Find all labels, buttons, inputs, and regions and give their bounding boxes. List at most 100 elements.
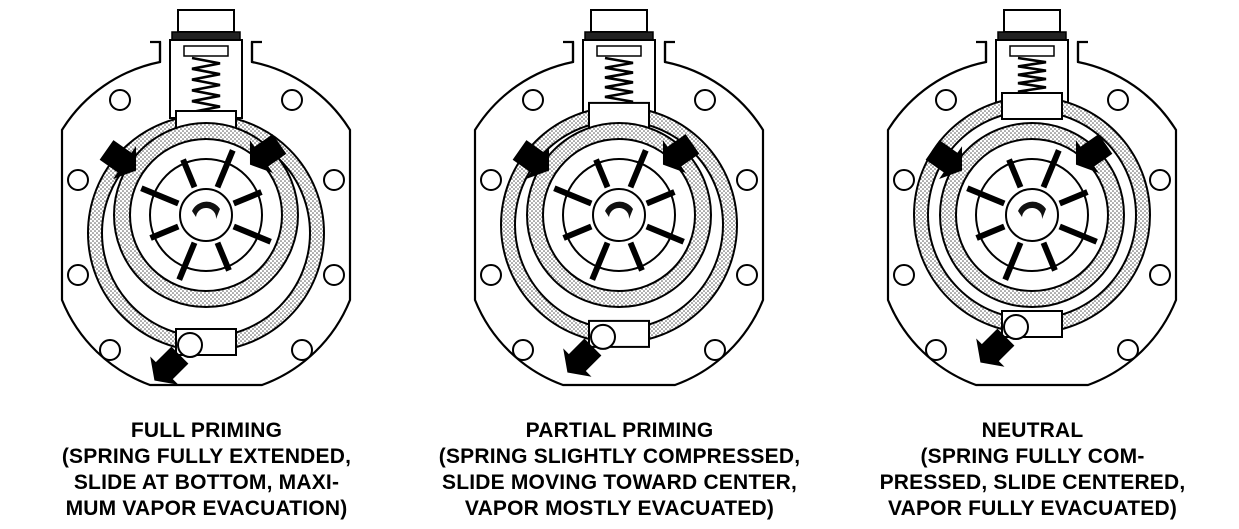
bolt-hole: [1149, 264, 1171, 286]
diagram-partial-priming: PARTIAL PRIMING (SPRING SLIGHTLY COMPRES…: [413, 0, 826, 529]
caption-partial-priming: PARTIAL PRIMING (SPRING SLIGHTLY COMPRES…: [413, 418, 826, 522]
bolt-hole: [67, 169, 89, 191]
drive-shaft-key: [192, 201, 220, 219]
outlet-arrow-bottom: [150, 346, 189, 385]
bolt-hole: [935, 89, 957, 111]
caption-line: PRESSED, SLIDE CENTERED,: [879, 471, 1186, 494]
pump-diagram-full: [60, 9, 352, 387]
spring-coil: [191, 56, 221, 114]
pump-body-outline: [60, 40, 352, 387]
vane: [553, 185, 593, 207]
bolt-hole: [323, 264, 345, 286]
inlet-arrow-left: [512, 140, 550, 179]
bolt-hole: [736, 264, 758, 286]
bolt-hole: [1149, 169, 1171, 191]
vane: [593, 158, 611, 189]
inlet-arrow-left: [99, 140, 137, 179]
rotor-hub: [179, 188, 233, 242]
caption-title: FULL PRIMING: [130, 419, 283, 442]
spring-coil: [604, 56, 634, 108]
inlet-arrow-right: [249, 134, 287, 173]
adjuster-nut: [1009, 45, 1055, 57]
inlet-arrow-left: [925, 140, 963, 179]
bolt-hole: [694, 89, 716, 111]
bolt-hole: [1107, 89, 1129, 111]
caption-title: NEUTRAL: [981, 419, 1084, 442]
bolt-hole: [109, 89, 131, 111]
adjuster-nut: [183, 45, 229, 57]
pump-body-outline: [886, 40, 1178, 387]
vane: [232, 189, 263, 207]
inlet-arrow-right: [1075, 134, 1113, 173]
vane: [975, 223, 1006, 241]
vane: [645, 223, 685, 245]
pump-body-neck: [571, 42, 667, 62]
vane: [1002, 241, 1024, 281]
bolt-hole: [893, 264, 915, 286]
diagram-neutral: NEUTRAL (SPRING FULLY COM- PRESSED, SLID…: [826, 0, 1239, 529]
outlet-arrow-bottom: [976, 328, 1015, 367]
pump-body-neck: [158, 42, 254, 62]
vane: [1058, 189, 1089, 207]
bolt-hole: [1117, 339, 1139, 361]
vane: [562, 223, 593, 241]
pivot-pin: [590, 323, 616, 350]
vane: [645, 189, 676, 207]
hex-cap: [177, 9, 235, 33]
vane: [627, 149, 649, 189]
vane: [214, 149, 236, 189]
bolt-hole: [281, 89, 303, 111]
inlet-arrow-right: [662, 134, 700, 173]
vane: [627, 241, 645, 272]
vane: [1040, 149, 1062, 189]
caption-line: VAPOR MOSTLY EVACUATED): [464, 497, 775, 520]
bolt-hole: [99, 339, 121, 361]
bolt-hole: [522, 89, 544, 111]
pump-body-neck: [984, 42, 1080, 62]
caption-line: MUM VAPOR EVACUATION): [65, 497, 348, 520]
caption-title: PARTIAL PRIMING: [525, 419, 714, 442]
caption-line: (SPRING FULLY COM-: [920, 445, 1145, 468]
vane: [176, 241, 198, 281]
caption-line: VAPOR FULLY EVACUATED): [887, 497, 1178, 520]
caption-neutral: NEUTRAL (SPRING FULLY COM- PRESSED, SLID…: [826, 418, 1239, 522]
bolt-hole: [512, 339, 534, 361]
vane: [589, 241, 611, 281]
caption-full-priming: FULL PRIMING (SPRING FULLY EXTENDED, SLI…: [0, 418, 413, 522]
bolt-hole: [736, 169, 758, 191]
pump-body-outline: [473, 40, 765, 387]
pump-diagram-neutral: [886, 9, 1178, 387]
pivot-pin: [1003, 314, 1029, 340]
cap-washer: [997, 31, 1067, 41]
drive-shaft-key: [1018, 201, 1046, 219]
adjuster-nut: [596, 45, 642, 57]
hex-cap: [1003, 9, 1061, 33]
caption-line: SLIDE MOVING TOWARD CENTER,: [441, 471, 798, 494]
bolt-hole: [67, 264, 89, 286]
bolt-hole: [480, 169, 502, 191]
vane: [214, 241, 232, 272]
hex-cap: [590, 9, 648, 33]
vane: [140, 185, 180, 207]
outlet-arrow-bottom: [563, 338, 602, 377]
vane: [180, 158, 198, 189]
caption-line: SLIDE AT BOTTOM, MAXI-: [73, 471, 340, 494]
vane: [232, 223, 272, 245]
bolt-hole: [480, 264, 502, 286]
pump-diagram-partial: [473, 9, 765, 387]
slide-block-top: [1001, 92, 1063, 120]
bolt-hole: [893, 169, 915, 191]
caption-line: (SPRING SLIGHTLY COMPRESSED,: [438, 445, 801, 468]
bolt-hole: [291, 339, 313, 361]
rotor-hub: [592, 188, 646, 242]
bolt-hole: [925, 339, 947, 361]
vane: [149, 223, 180, 241]
pivot-pin: [177, 332, 203, 358]
diagram-full-priming: FULL PRIMING (SPRING FULLY EXTENDED, SLI…: [0, 0, 413, 529]
vane: [1040, 241, 1058, 272]
vane: [1058, 223, 1098, 245]
bolt-hole: [704, 339, 726, 361]
bolt-hole: [323, 169, 345, 191]
vane: [1006, 158, 1024, 189]
caption-line: (SPRING FULLY EXTENDED,: [61, 445, 352, 468]
